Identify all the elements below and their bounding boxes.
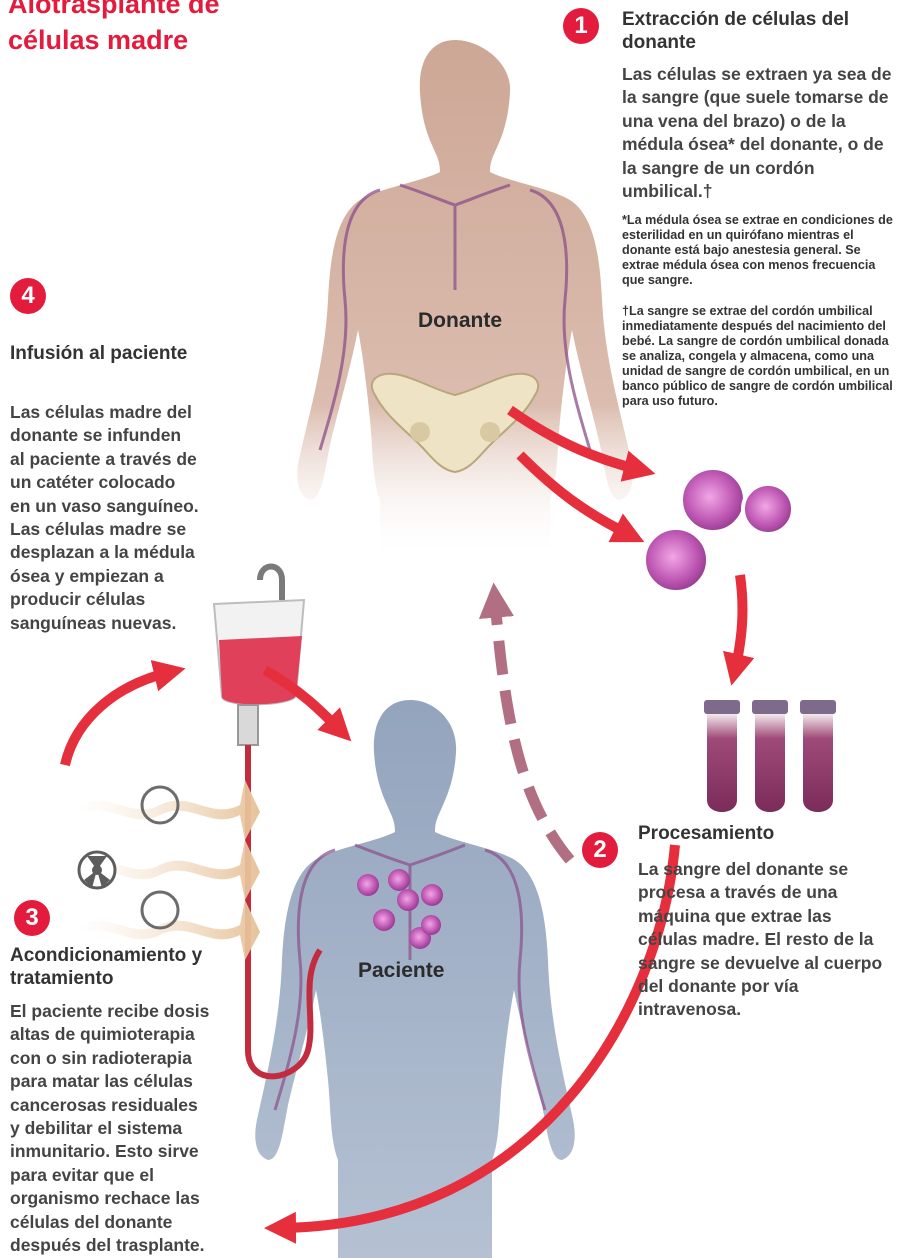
page-title: Alotrasplante de células madre — [8, 0, 220, 58]
stem-cells — [644, 468, 793, 592]
step-4-heading: Infusión al paciente — [10, 342, 190, 365]
patient-label: Paciente — [358, 959, 444, 983]
step-1-body: Las células se extraen ya sea de la sang… — [622, 63, 892, 203]
step-2-heading: Procesamiento — [638, 822, 888, 845]
step-1-badge: 1 — [563, 8, 599, 44]
step-3-heading: Acondicionamiento y tratamiento — [10, 944, 240, 990]
step-3-badge: 3 — [14, 900, 50, 936]
test-tubes — [704, 700, 836, 812]
step-2-badge: 2 — [582, 832, 618, 868]
step-1-heading: Extracción de células del donante — [622, 8, 892, 54]
step-4-body: Las células madre del donante se infunde… — [10, 401, 200, 635]
conditioning-waves — [79, 780, 260, 960]
step-1-note-1: *La médula ósea se extrae en condiciones… — [622, 213, 894, 288]
donor-label: Donante — [418, 309, 502, 333]
step-1-note-2: †La sangre se extrae del cordón umbilica… — [622, 304, 894, 409]
biohazard-icon — [142, 892, 178, 928]
step-2-body: La sangre del donante se procesa a travé… — [638, 858, 888, 1022]
donor-body — [297, 40, 632, 560]
step-4-badge: 4 — [10, 278, 46, 314]
step-3-body: El paciente recibe dosis altas de quimio… — [10, 1000, 210, 1257]
